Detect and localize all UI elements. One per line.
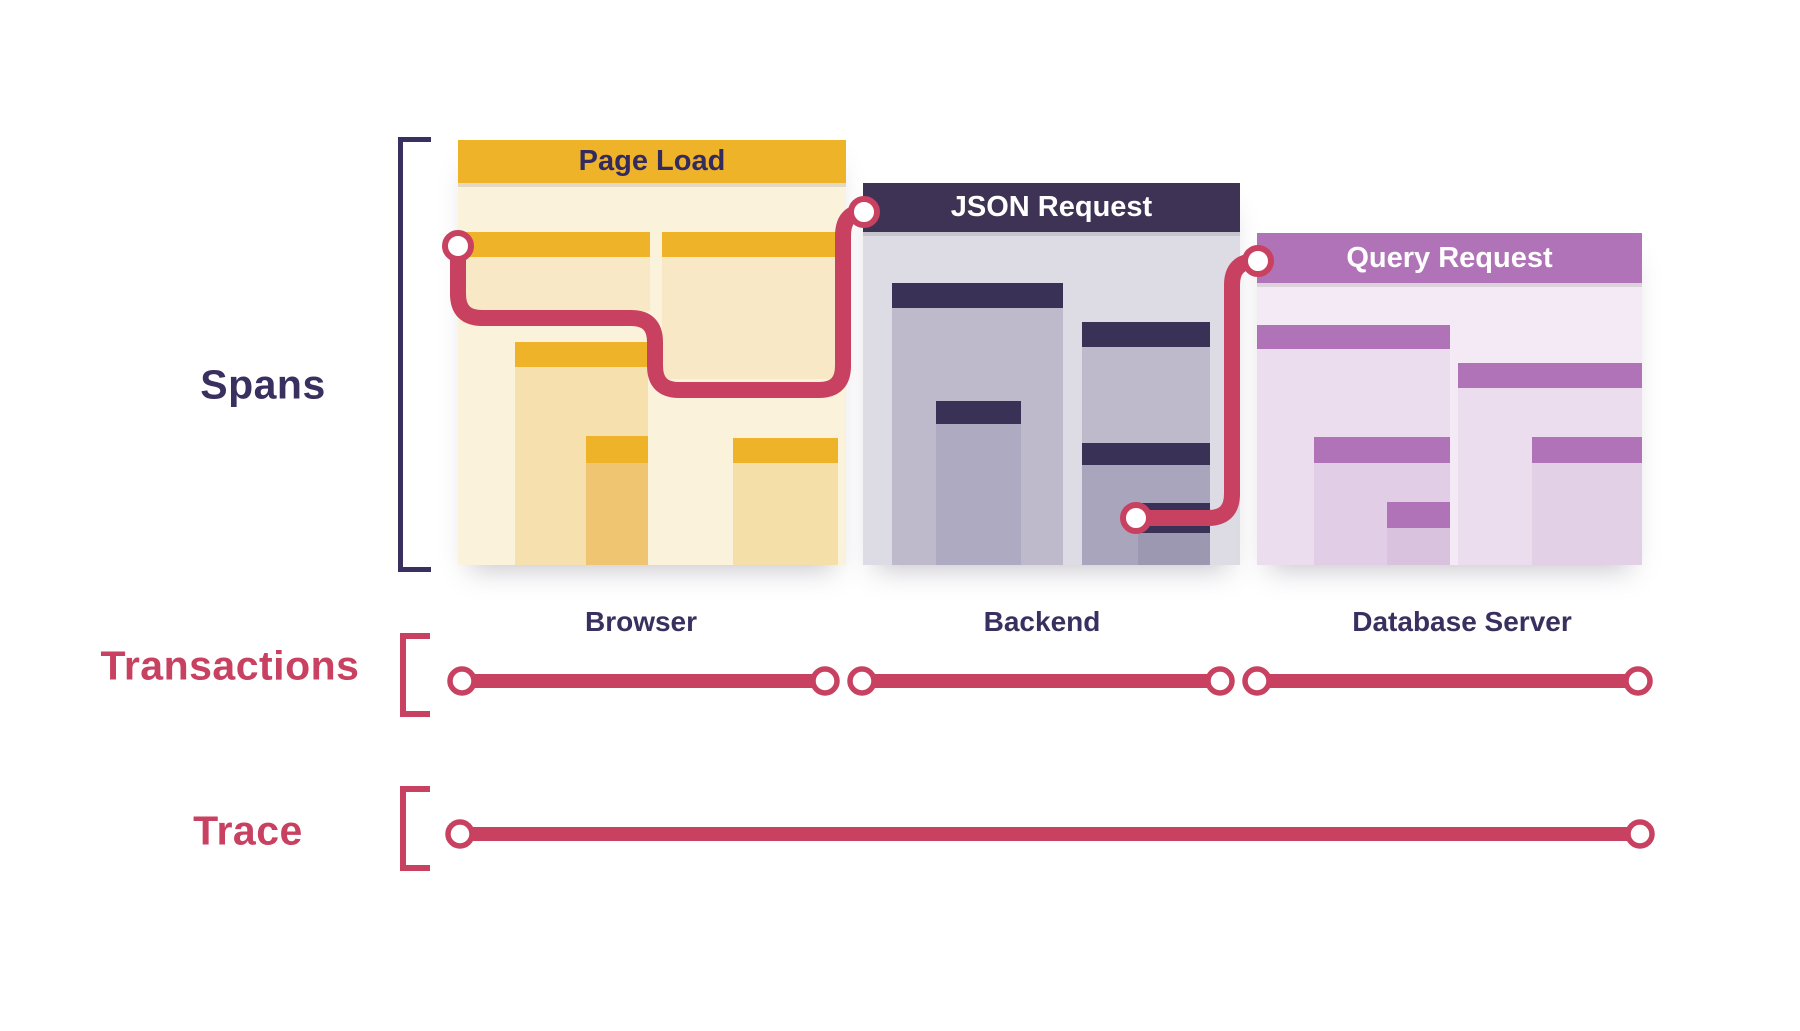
span-bar [1532,437,1642,463]
transaction-endpoint [447,666,477,696]
database-transaction-title: Query Request [1257,233,1642,283]
span-bar [1458,363,1642,388]
span-bar [662,232,838,257]
span-bar [586,436,648,463]
span-bar [892,283,1063,308]
transaction-endpoint [1623,666,1653,696]
span-bar [733,438,838,463]
trace-row-label: Trace [193,807,303,854]
trace-bracket [400,786,430,871]
span-body [1082,347,1210,443]
transactions-bracket [400,633,430,717]
span-bar [936,401,1021,424]
span-body [733,463,838,565]
span-bar [1138,503,1210,533]
span-body [1387,528,1450,565]
transaction-endpoint [1242,666,1272,696]
transaction-endpoint [847,666,877,696]
service-label-backend: Backend [983,606,1101,637]
service-label-browser: Browser [584,606,698,637]
span-body [1532,463,1642,565]
backend-transaction-title: JSON Request [863,183,1240,232]
backend-transaction-panel: JSON Request [863,183,1240,565]
span-body [936,424,1021,565]
span-body [1138,533,1210,565]
transaction-endpoint [1205,666,1235,696]
span-body [662,257,838,379]
span-bar [1314,437,1450,463]
spans-bracket [398,137,431,572]
browser-transaction-title: Page Load [458,140,846,183]
trace-endpoint [1625,819,1655,849]
span-bar [515,342,648,367]
span-bar [1082,322,1210,347]
span-bar [1082,443,1210,465]
service-label-database: Database Server [1352,606,1572,637]
browser-transaction-panel: Page Load [458,140,846,565]
span-body [586,463,648,565]
trace-endpoint [445,819,475,849]
span-bar [1257,325,1450,349]
spans-row-label: Spans [200,361,326,408]
span-bar [458,232,650,257]
span-bar [1387,502,1450,528]
transactions-row-label: Transactions [100,642,360,689]
transaction-endpoint [810,666,840,696]
database-transaction-panel: Query Request [1257,233,1642,565]
span-body [458,257,650,311]
